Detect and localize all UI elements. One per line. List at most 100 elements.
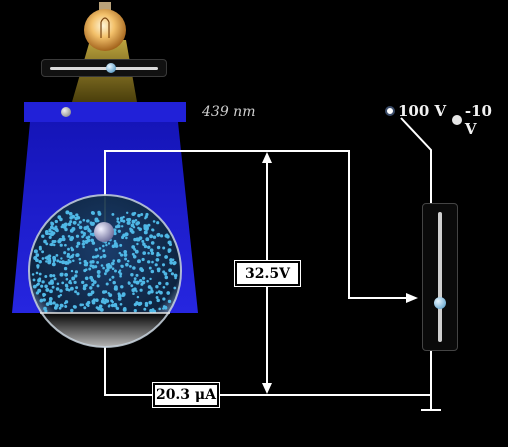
wavelength-slider[interactable] (24, 102, 186, 122)
electron (70, 308, 74, 313)
electron (72, 253, 75, 256)
voltage-option-100v[interactable]: 100 V (385, 102, 446, 120)
electron (122, 215, 125, 219)
electron (44, 256, 48, 260)
wavelength-label: 439 nm (202, 104, 256, 120)
electron (147, 251, 150, 255)
electron (133, 303, 137, 307)
electron (89, 286, 93, 290)
electron (138, 279, 143, 283)
electron (114, 269, 117, 273)
battery-slider-thumb[interactable] (434, 297, 446, 309)
electron (95, 298, 99, 302)
intensity-slider[interactable] (41, 59, 167, 77)
electron (65, 287, 69, 292)
electron (75, 253, 80, 257)
electron (135, 280, 140, 285)
electron (89, 292, 93, 296)
radio-unselected-icon[interactable] (452, 115, 462, 125)
electron (152, 235, 157, 239)
electron (102, 266, 105, 270)
electron (78, 261, 82, 265)
electron (113, 231, 117, 236)
electron (99, 307, 104, 312)
electron (91, 283, 95, 287)
electron (70, 248, 75, 252)
electron (96, 270, 101, 274)
electron (164, 255, 168, 259)
electron (131, 245, 136, 249)
electron (166, 291, 171, 295)
electron (64, 243, 67, 247)
electron (155, 291, 159, 294)
electron (147, 291, 151, 295)
electron (60, 304, 64, 308)
electron (137, 213, 141, 218)
electron (84, 283, 88, 287)
voltage-option-label: 100 V (398, 102, 447, 120)
electron (49, 289, 53, 294)
electron (44, 284, 48, 289)
electron (56, 282, 60, 286)
electron (79, 303, 83, 307)
electron (111, 244, 116, 249)
electron (49, 302, 53, 306)
electron (162, 246, 166, 250)
electron (141, 257, 145, 262)
electron (61, 260, 66, 265)
electron (102, 249, 106, 253)
battery-voltage-slider[interactable] (422, 203, 458, 351)
electron (45, 302, 50, 306)
electron-cloud (31, 210, 178, 314)
electron (38, 245, 42, 249)
electron (169, 260, 174, 265)
electron (47, 260, 52, 265)
electron (59, 243, 63, 247)
electron (135, 222, 139, 226)
electron (76, 216, 81, 220)
electron (75, 286, 79, 290)
electron (146, 279, 149, 283)
electron (50, 221, 53, 225)
electron (119, 274, 122, 278)
intensity-slider-thumb[interactable] (105, 63, 116, 73)
radio-selected-icon[interactable] (385, 106, 395, 116)
electron (85, 236, 89, 240)
electron (132, 225, 136, 229)
electron (60, 257, 63, 260)
electron (94, 265, 98, 269)
electron (65, 277, 69, 281)
electron (118, 251, 122, 255)
electron (78, 257, 82, 261)
voltage-option-minus-10v[interactable]: -10 V (452, 102, 508, 138)
electron (105, 263, 110, 268)
electron (59, 289, 63, 293)
electron (164, 275, 169, 280)
electron (61, 237, 66, 242)
electron (38, 259, 42, 264)
electron (134, 249, 139, 254)
electron (133, 247, 137, 251)
electron (149, 234, 154, 239)
electron (120, 253, 124, 257)
electron (117, 297, 122, 301)
electron (36, 266, 40, 269)
voltage-readout: 32.5V (234, 260, 301, 287)
electron (147, 260, 151, 264)
electron (125, 262, 129, 267)
electron (45, 260, 48, 263)
electron (130, 273, 134, 277)
electron (69, 237, 74, 242)
electron (74, 290, 78, 294)
electron (67, 234, 71, 238)
electron (135, 290, 138, 293)
electron (76, 292, 80, 296)
electron (108, 278, 112, 281)
wavelength-slider-thumb[interactable] (61, 107, 72, 117)
electron (142, 276, 146, 280)
electron (167, 299, 172, 304)
electron (170, 272, 174, 276)
electron (143, 226, 148, 231)
electron (63, 251, 67, 255)
